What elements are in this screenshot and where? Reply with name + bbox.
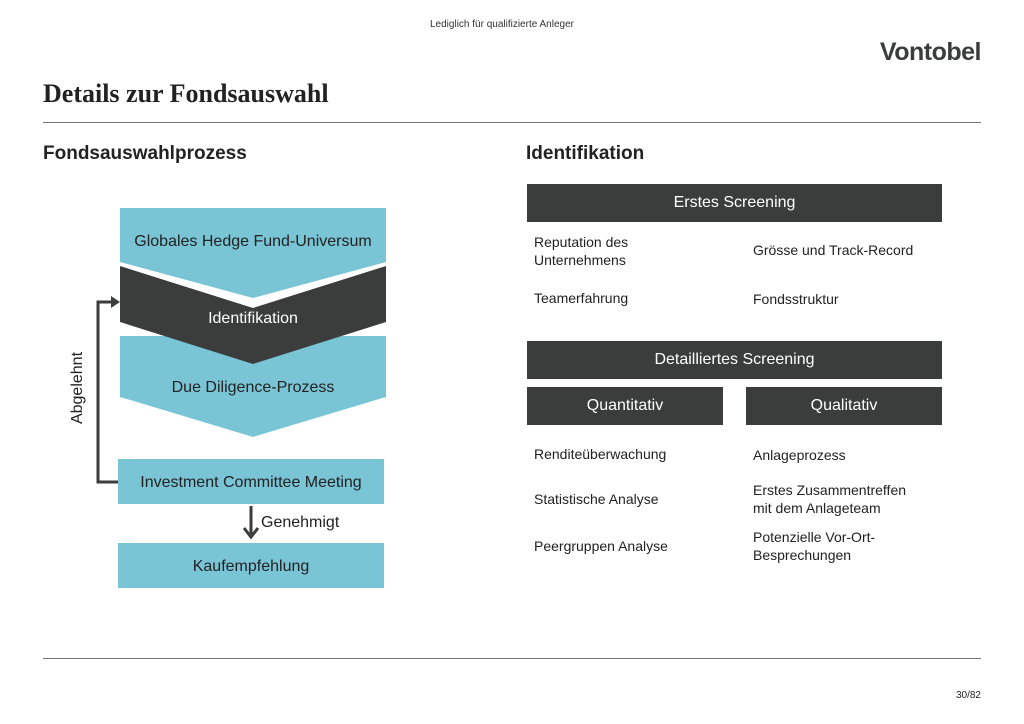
qualitative-item: Anlageprozess <box>753 447 846 463</box>
first-screening-item: Fondsstruktur <box>753 291 839 307</box>
right-heading: Identifikation <box>526 143 645 164</box>
first-screening-bar: Erstes Screening <box>527 184 942 222</box>
quantitative-bar: Quantitativ <box>527 387 723 425</box>
first-screening-item: Grösse und Track-Record <box>753 242 914 258</box>
quantitative-item: Statistische Analyse <box>534 491 659 507</box>
bottom-divider <box>43 658 981 659</box>
universe-label: Globales Hedge Fund-Universum <box>134 233 372 250</box>
detailed-screening-bar: Detailliertes Screening <box>527 341 942 379</box>
page-number: 30/82 <box>955 690 981 701</box>
recommendation-box <box>118 543 384 588</box>
disclaimer: Lediglich für qualifizierte Anleger <box>430 19 574 30</box>
committee-box <box>118 459 384 504</box>
rejected-arrow-head <box>111 296 120 308</box>
qualitative-item: Erstes Zusammentreffen mit dem Anlagetea… <box>753 482 907 516</box>
identification-label: Identifikation <box>208 310 298 327</box>
rejected-loop-line <box>96 300 118 484</box>
vontobel-logo: Vontobel <box>879 38 982 66</box>
rejected-label: Abgelehnt <box>69 351 86 425</box>
due-diligence-label: Due Diligence-Prozess <box>171 379 335 396</box>
recommendation-label: Kaufempfehlung <box>192 558 310 575</box>
page-title: Details zur Fondsauswahl <box>43 79 329 108</box>
universe-shape <box>120 208 386 298</box>
approved-label: Genehmigt <box>261 514 340 531</box>
due-diligence-divider <box>252 397 387 441</box>
left-heading: Fondsauswahlprozess <box>43 143 247 164</box>
approved-arrow-head <box>242 527 260 540</box>
top-divider <box>43 122 981 123</box>
quantitative-item: Renditeüberwachung <box>534 446 667 462</box>
committee-label: Investment Committee Meeting <box>140 474 362 491</box>
qualitative-bar: Qualitativ <box>746 387 942 425</box>
first-screening-item: Reputation des Unternehmens <box>534 234 629 268</box>
first-screening-item: Teamerfahrung <box>534 290 629 306</box>
due-diligence-shape <box>120 336 386 440</box>
identification-shape <box>120 266 386 364</box>
qualitative-item: Potenzielle Vor-Ort-Besprechungen <box>753 529 876 563</box>
quantitative-item: Peergruppen Analyse <box>534 538 668 554</box>
due-diligence-divider <box>119 397 254 441</box>
